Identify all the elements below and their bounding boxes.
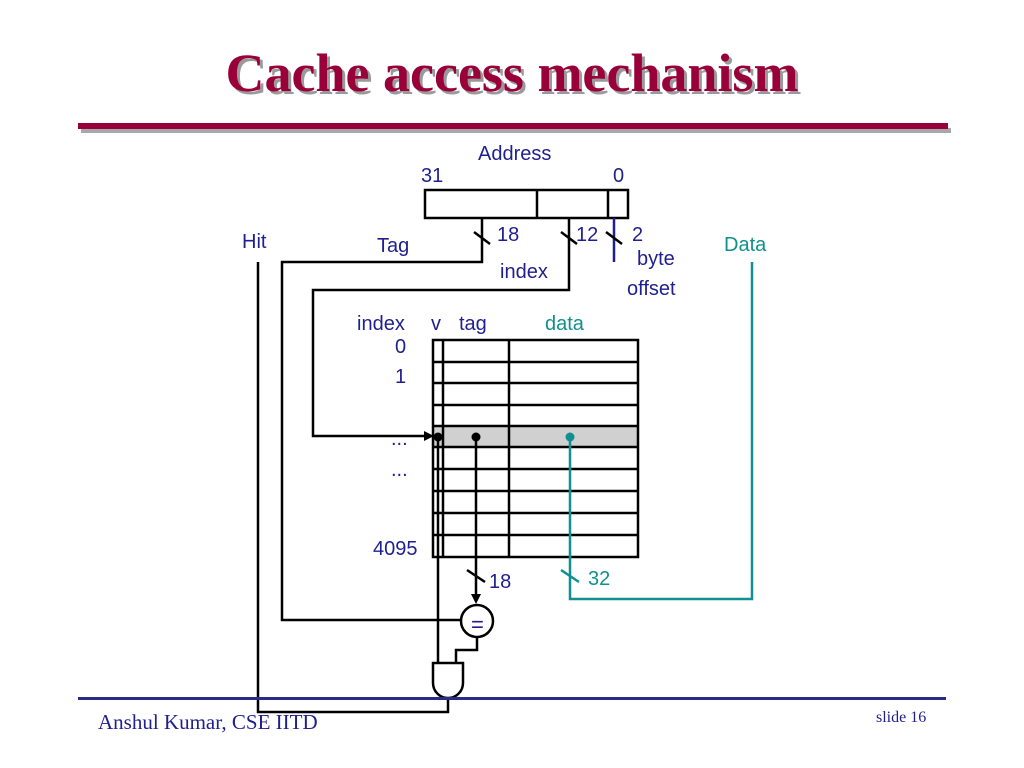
bit-low-label: 0 bbox=[613, 165, 624, 187]
compare-width-label: 18 bbox=[489, 571, 511, 593]
row-index-last: 4095 bbox=[373, 538, 418, 560]
index-width-label: 12 bbox=[576, 224, 598, 246]
index-wire bbox=[311, 218, 571, 438]
slide-number: slide 16 bbox=[876, 709, 927, 726]
column-header-index: index bbox=[357, 313, 405, 335]
column-header-v: v bbox=[431, 313, 441, 335]
row-index-1: 1 bbox=[395, 366, 406, 388]
footer-author: Anshul Kumar, CSE IITD bbox=[98, 710, 318, 734]
tag-width-label: 18 bbox=[497, 224, 519, 246]
index-field-label: index bbox=[500, 261, 548, 283]
compare-width-slash bbox=[466, 568, 486, 584]
selected-row bbox=[433, 426, 638, 447]
stored-tag-arrowhead bbox=[471, 594, 481, 604]
index-width-slash bbox=[560, 231, 578, 245]
and-gate bbox=[431, 661, 465, 700]
data-wire bbox=[568, 262, 754, 601]
title-rule-shadow bbox=[81, 128, 951, 133]
row-index-0: 0 bbox=[395, 336, 406, 358]
row-ellipsis: ... bbox=[391, 459, 408, 481]
index-arrowhead bbox=[424, 431, 434, 441]
offset-width-label: 2 bbox=[632, 224, 643, 246]
cache-table-border bbox=[431, 338, 640, 559]
tag-width-slash bbox=[473, 231, 491, 245]
footer-rule bbox=[78, 697, 946, 700]
byte-offset-label-line1: byte bbox=[637, 248, 675, 270]
hit-wire bbox=[256, 262, 450, 714]
tag-wire bbox=[280, 218, 484, 622]
data-output-label: Data bbox=[724, 234, 767, 256]
cache-table bbox=[431, 338, 640, 559]
title-rule bbox=[78, 123, 948, 129]
byte-offset-label-line2: offset bbox=[627, 278, 676, 300]
data-width-label: 32 bbox=[588, 568, 610, 590]
bit-high-label: 31 bbox=[421, 165, 443, 187]
comparator-symbol: = bbox=[471, 612, 484, 637]
data-width-slash bbox=[560, 568, 580, 584]
comparator-output-wire bbox=[454, 637, 479, 663]
address-register bbox=[423, 188, 630, 220]
row-ellipsis: ... bbox=[391, 428, 408, 450]
tag-label: Tag bbox=[377, 235, 409, 257]
address-label: Address bbox=[478, 143, 551, 165]
column-header-data: data bbox=[545, 313, 585, 335]
slide-title: Cache access mechanism bbox=[225, 43, 799, 103]
column-header-tag: tag bbox=[459, 313, 487, 335]
hit-label: Hit bbox=[242, 231, 267, 253]
offset-width-slash bbox=[605, 231, 623, 245]
